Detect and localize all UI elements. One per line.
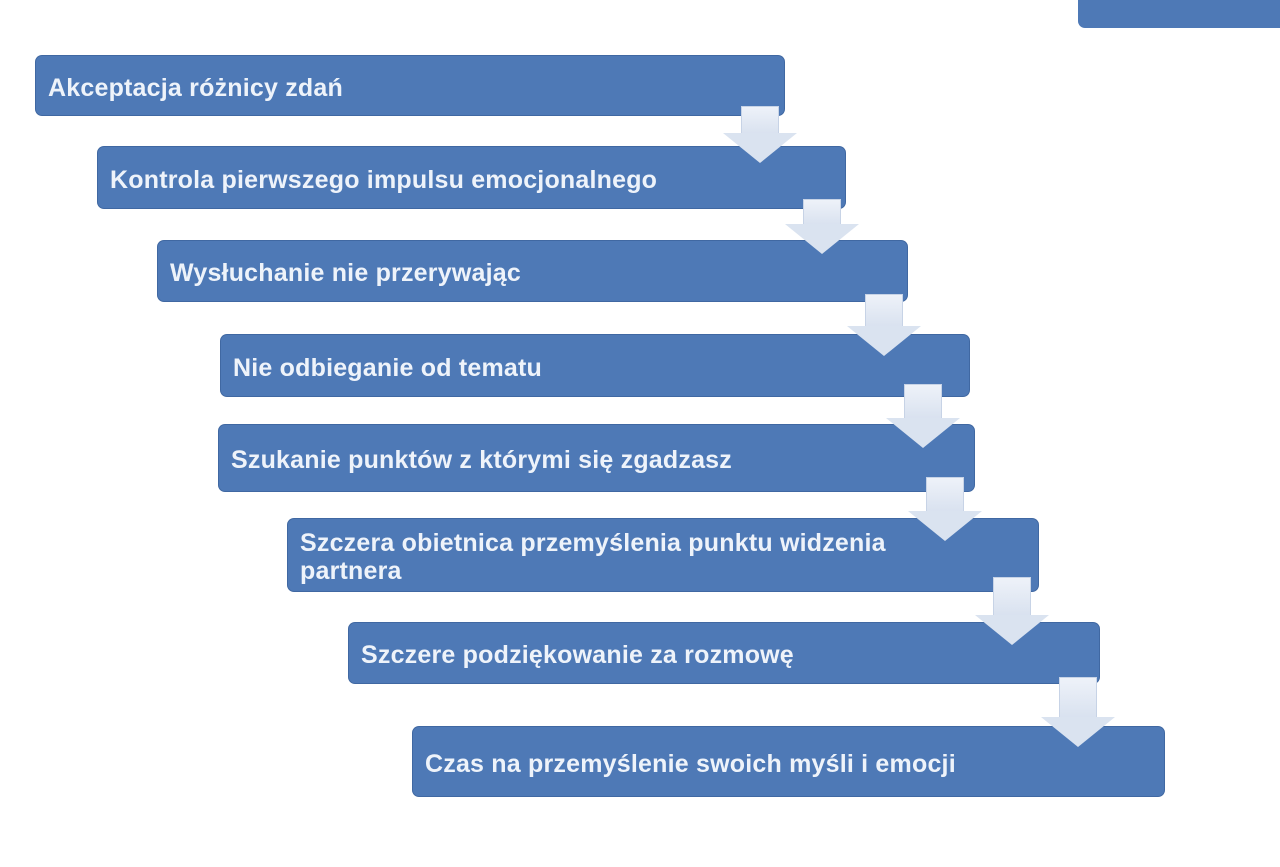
- step-bar: Nie odbieganie od tematu: [220, 334, 970, 397]
- down-arrow-icon: [723, 106, 797, 163]
- down-arrow-stem: [803, 199, 841, 226]
- down-arrow-head: [785, 224, 859, 254]
- down-arrow-stem: [926, 477, 964, 513]
- step-label: Czas na przemyślenie swoich myśli i emoc…: [425, 749, 956, 778]
- down-arrow-stem: [993, 577, 1031, 617]
- step-label: Szczere podziękowanie za rozmowę: [361, 641, 794, 669]
- down-arrow-head: [908, 511, 982, 541]
- step-label: Wysłuchanie nie przerywając: [170, 259, 521, 287]
- down-arrow-stem: [741, 106, 779, 135]
- down-arrow-head: [975, 615, 1049, 645]
- step-label: Szukanie punktów z którymi się zgadzasz: [231, 446, 732, 474]
- down-arrow-head: [723, 133, 797, 163]
- down-arrow-head: [886, 418, 960, 448]
- step-bar: Kontrola pierwszego impulsu emocjonalneg…: [97, 146, 846, 209]
- down-arrow-head: [847, 326, 921, 356]
- down-arrow-icon: [975, 577, 1049, 645]
- step-bar: Wysłuchanie nie przerywając: [157, 240, 908, 302]
- down-arrow-head: [1041, 717, 1115, 747]
- step-label: Szczera obietnica przemyślenia punktu wi…: [300, 529, 886, 585]
- down-arrow-icon: [908, 477, 982, 541]
- step-label: Akceptacja różnicy zdań: [48, 73, 343, 102]
- step-bar: Szukanie punktów z którymi się zgadzasz: [218, 424, 975, 492]
- step-label: Kontrola pierwszego impulsu emocjonalneg…: [110, 165, 658, 194]
- down-arrow-stem: [865, 294, 903, 328]
- step-label: Nie odbieganie od tematu: [233, 353, 542, 382]
- down-arrow-icon: [1041, 677, 1115, 747]
- corner-shape: [1078, 0, 1280, 28]
- step-bar: Czas na przemyślenie swoich myśli i emoc…: [412, 726, 1165, 797]
- step-bar: Akceptacja różnicy zdań: [35, 55, 785, 116]
- down-arrow-stem: [1059, 677, 1097, 719]
- down-arrow-icon: [785, 199, 859, 254]
- down-arrow-icon: [847, 294, 921, 356]
- down-arrow-stem: [904, 384, 942, 420]
- step-bar: Szczere podziękowanie za rozmowę: [348, 622, 1100, 684]
- down-arrow-icon: [886, 384, 960, 448]
